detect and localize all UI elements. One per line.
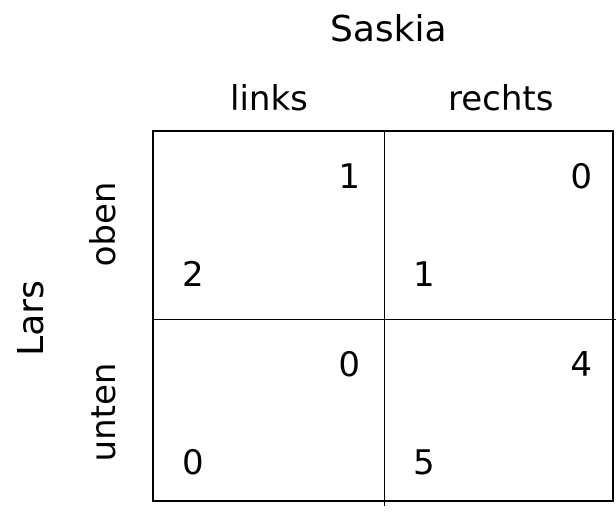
cell-oben-links: 1 2 bbox=[154, 132, 385, 320]
column-strategy-links: links bbox=[230, 79, 308, 119]
row-strategy-oben: oben bbox=[84, 181, 124, 267]
row-strategy-unten: unten bbox=[84, 362, 124, 462]
column-payoff: 0 bbox=[570, 157, 592, 197]
payoff-matrix: 1 2 0 1 0 0 4 5 bbox=[152, 130, 616, 506]
row-player-label: Lars bbox=[11, 280, 52, 356]
column-player-label: Saskia bbox=[330, 9, 447, 50]
column-payoff: 0 bbox=[338, 345, 360, 385]
column-strategy-rechts: rechts bbox=[448, 79, 554, 119]
cell-unten-links: 0 0 bbox=[154, 320, 385, 506]
cell-oben-rechts: 0 1 bbox=[385, 132, 616, 320]
cell-unten-rechts: 4 5 bbox=[385, 320, 616, 506]
row-payoff: 2 bbox=[182, 255, 204, 295]
column-payoff: 4 bbox=[570, 345, 592, 385]
row-payoff: 5 bbox=[413, 443, 435, 483]
column-payoff: 1 bbox=[338, 157, 360, 197]
row-payoff: 1 bbox=[413, 255, 435, 295]
row-payoff: 0 bbox=[182, 443, 204, 483]
